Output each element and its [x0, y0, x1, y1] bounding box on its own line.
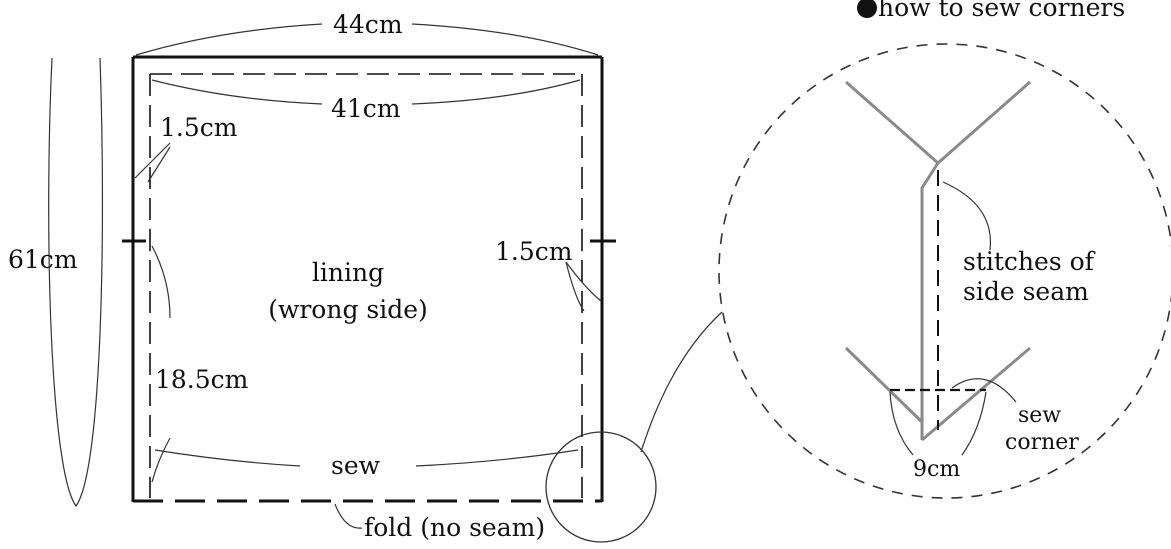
- label-sew: sew: [331, 451, 381, 480]
- leader-1-5cm-left-b: [147, 146, 171, 183]
- label-sew-corner-2: corner: [1005, 430, 1079, 455]
- bullet-icon: [857, 0, 877, 18]
- corner-right-arm: [921, 346, 1031, 442]
- corner-detail: [844, 80, 1031, 456]
- arc-41cm-left: [151, 79, 323, 105]
- panel-title: lining: [312, 258, 384, 287]
- label-corner-width: 9cm: [913, 457, 960, 482]
- label-fold: fold (no seam): [364, 513, 545, 542]
- corners-title: how to sew corners: [878, 0, 1125, 22]
- arc-61cm: [48, 57, 104, 508]
- label-height: 61cm: [8, 245, 78, 274]
- label-opening: 18.5cm: [155, 365, 249, 394]
- dimension-arcs: [48, 23, 602, 529]
- arc-sew-left: [154, 449, 301, 467]
- leader-1-5cm-right-b: [565, 261, 602, 302]
- leader-1-5cm-right-a: [565, 261, 585, 312]
- corner-left-arm: [844, 346, 924, 424]
- side-seam-upper: [845, 80, 1031, 165]
- arc-44cm-right: [411, 23, 599, 56]
- leader-9cm-left: [889, 391, 914, 456]
- magnifier: [545, 43, 1171, 543]
- arc-18-5cm-top: [151, 245, 171, 319]
- label-seam-top-left: 1.5cm: [160, 113, 238, 142]
- label-stitches-2: side seam: [963, 277, 1089, 306]
- arc-41cm-right: [411, 79, 581, 105]
- label-sew-corner-1: sew: [1018, 403, 1061, 428]
- label-width-outer: 44cm: [333, 10, 403, 39]
- leader-1-5cm-left-a: [134, 142, 171, 179]
- detail-circle: [718, 43, 1171, 499]
- leader-9cm-right: [961, 391, 987, 456]
- panel-subtitle: (wrong side): [268, 295, 428, 324]
- arc-sew-right: [415, 449, 579, 467]
- labels: how to sew corners 44cm 41cm 61cm 1.5cm …: [8, 0, 1125, 542]
- leader-stitches: [942, 181, 992, 251]
- label-stitches-1: stitches of: [963, 247, 1096, 276]
- lining-panel: [122, 55, 616, 503]
- leader-fold: [334, 503, 363, 529]
- label-seam-right: 1.5cm: [495, 237, 573, 266]
- corner-highlight-circle: [545, 431, 657, 543]
- arc-44cm-left: [135, 23, 323, 56]
- side-seam-stem: [920, 162, 940, 440]
- magnifier-connector: [640, 311, 723, 453]
- label-width-inner: 41cm: [331, 94, 401, 123]
- leader-sew-corner: [951, 378, 1017, 403]
- arc-18-5cm-bottom: [151, 437, 171, 483]
